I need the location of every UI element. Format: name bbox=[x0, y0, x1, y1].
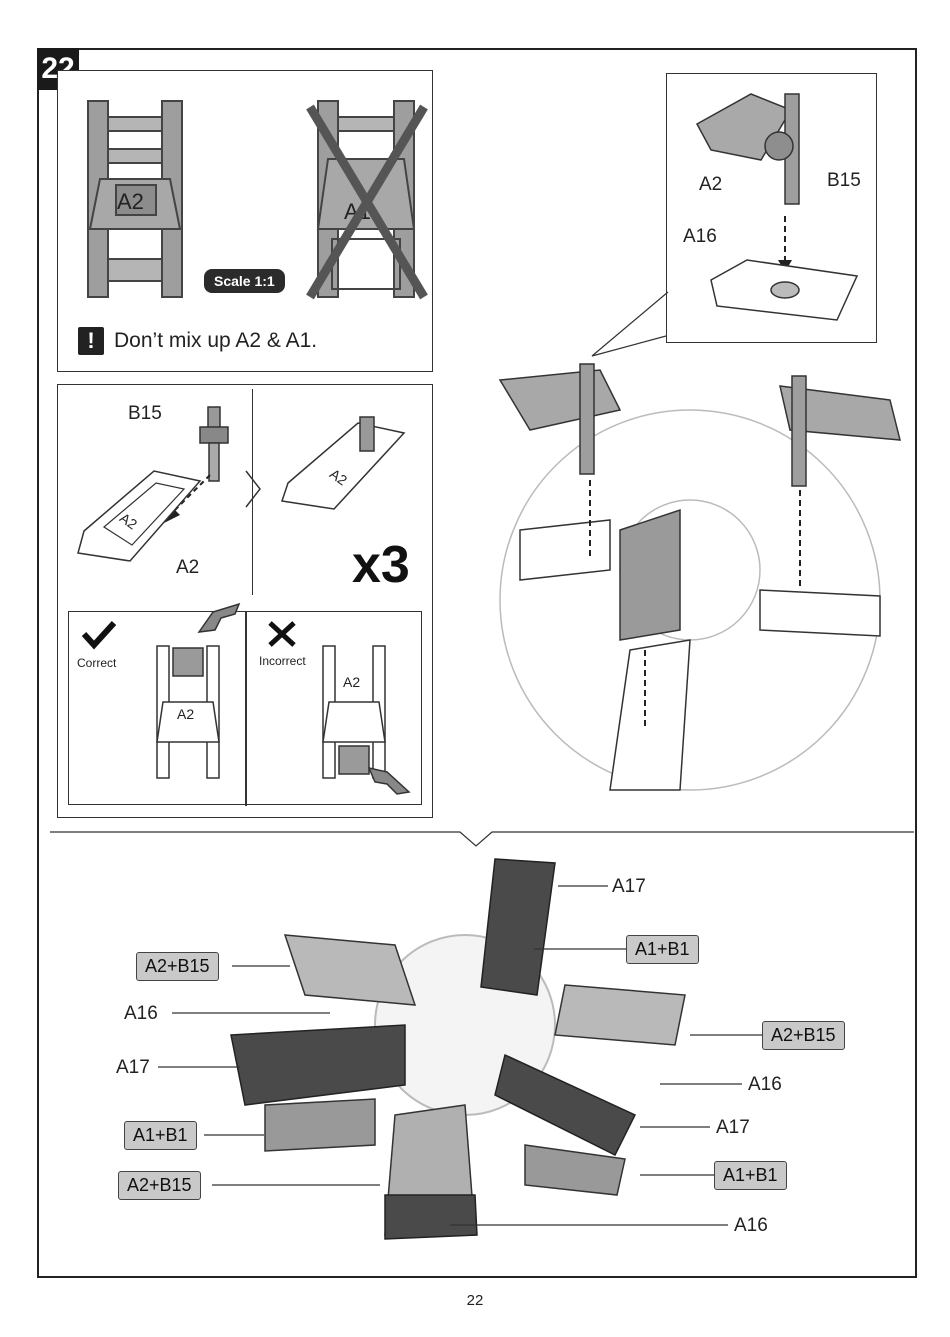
label-a1-b1-right: A1+B1 bbox=[714, 1161, 787, 1190]
page-number: 22 bbox=[0, 1292, 950, 1309]
label-a17-left: A17 bbox=[116, 1057, 150, 1079]
label-a1-b1-top: A1+B1 bbox=[626, 935, 699, 964]
label-a2-b15-left-bottom: A2+B15 bbox=[118, 1171, 201, 1200]
label-a1-b1-left: A1+B1 bbox=[124, 1121, 197, 1150]
label-a16-left: A16 bbox=[124, 1003, 158, 1025]
label-a16-right: A16 bbox=[748, 1074, 782, 1096]
label-a2-b15-left-top: A2+B15 bbox=[136, 952, 219, 981]
label-a16-bottom: A16 bbox=[734, 1215, 768, 1237]
label-a17-right: A17 bbox=[716, 1117, 750, 1139]
label-a17-top: A17 bbox=[612, 876, 646, 898]
label-a2-b15-right: A2+B15 bbox=[762, 1021, 845, 1050]
